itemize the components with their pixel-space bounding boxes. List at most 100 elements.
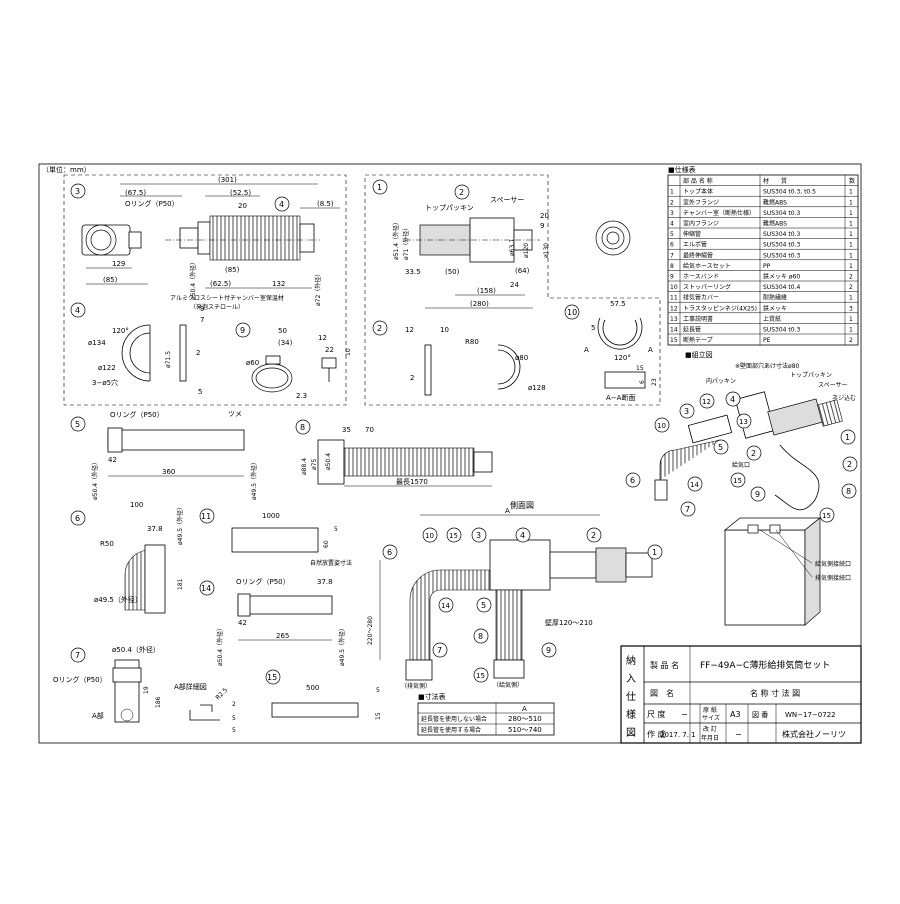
spec-cell: 2 [849, 337, 853, 344]
svg-text:(34): (34) [278, 339, 293, 347]
svg-text:132: 132 [272, 280, 285, 288]
spec-cell: 2 [849, 284, 853, 291]
part-14-extension: 14 Oリング（P50） 37.8 42 265 ø50.4（外径） ø49.5… [199, 577, 346, 666]
spec-cell: 伸縮管 [683, 230, 701, 238]
svg-text:ø71.5: ø71.5 [165, 351, 172, 368]
spec-cell: 排気管カバー [683, 294, 719, 302]
svg-text:9: 9 [240, 326, 245, 335]
svg-text:排気側接続口: 排気側接続口 [815, 574, 851, 582]
svg-text:R50: R50 [100, 540, 114, 548]
svg-text:14: 14 [690, 481, 699, 489]
svg-text:年月日: 年月日 [701, 734, 719, 742]
svg-text:(85): (85) [103, 276, 118, 284]
spec-cell: 1 [849, 199, 853, 206]
svg-text:製 品 名: 製 品 名 [650, 660, 679, 670]
svg-text:186: 186 [155, 696, 162, 708]
svg-text:120°: 120° [112, 327, 129, 335]
svg-text:※壁面部穴あけ寸法ø80: ※壁面部穴あけ寸法ø80 [735, 362, 800, 370]
svg-text:(67.5): (67.5) [125, 189, 146, 197]
svg-text:図: 図 [626, 727, 636, 739]
svg-text:(280): (280) [470, 300, 489, 308]
svg-text:株式会社ノーリツ: 株式会社ノーリツ [782, 729, 846, 739]
svg-text:(158): (158) [477, 287, 496, 295]
svg-text:12: 12 [405, 326, 414, 334]
svg-text:15: 15 [733, 477, 742, 485]
spec-cell: 工事説明書 [683, 315, 713, 323]
svg-text:給気側接続口: 給気側接続口 [815, 560, 851, 568]
svg-text:2: 2 [377, 324, 382, 333]
svg-text:■組立図: ■組立図 [685, 350, 713, 359]
svg-text:名 称 寸 法 図: 名 称 寸 法 図 [750, 688, 800, 698]
svg-text:最長1570: 最長1570 [396, 478, 428, 486]
spec-cell: 1 [849, 242, 853, 249]
svg-text:ø60: ø60 [246, 359, 259, 367]
spec-cell: SUS304 t0.3 [763, 210, 800, 217]
spec-cell: 1 [849, 295, 853, 302]
svg-text:ツメ: ツメ [228, 410, 242, 418]
region-parts-3-4-9 [63, 174, 347, 406]
svg-text:5: 5 [232, 727, 236, 734]
svg-text:510～740: 510～740 [508, 726, 542, 734]
part-11-exhaust-cover: 11 1000 60 5 自然放置姿寸法 [199, 508, 352, 567]
assembly-diagram: ■組立図 ※壁面部穴あけ寸法ø80 トップパッキン 内パッキン スペーサー ネジ… [625, 350, 858, 626]
svg-text:12: 12 [702, 398, 711, 406]
svg-text:給気口: 給気口 [732, 461, 750, 469]
svg-text:ø75: ø75 [311, 459, 318, 470]
svg-text:3−ø5穴: 3−ø5穴 [92, 378, 118, 387]
spec-cell: 最終伸縮管 [683, 251, 713, 259]
svg-text:120°: 120° [614, 354, 631, 362]
svg-text:12: 12 [318, 334, 327, 342]
svg-text:Oリング（P50）: Oリング（P50） [236, 577, 290, 586]
spec-cell: 7 [670, 252, 674, 259]
svg-text:(62.5): (62.5) [210, 280, 231, 288]
svg-text:4: 4 [75, 306, 80, 315]
svg-text:延長管を使用する場合: 延長管を使用する場合 [421, 726, 481, 734]
svg-text:265: 265 [276, 632, 289, 640]
svg-text:7: 7 [200, 316, 204, 324]
svg-text:■寸法表: ■寸法表 [418, 692, 446, 701]
svg-text:50: 50 [278, 327, 287, 335]
region-parts-1-2-10 [364, 174, 661, 406]
spec-cell: ストッパーリング [683, 283, 731, 291]
svg-text:(50): (50) [445, 268, 460, 276]
svg-text:図 名: 図 名 [650, 688, 674, 698]
part-10-stopper-ring: 10 57.5 5 A 120° A 15 6 23 A−A断面 [564, 300, 658, 402]
svg-text:5: 5 [718, 443, 723, 452]
svg-text:1: 1 [377, 183, 382, 192]
svg-text:スペーサー: スペーサー [490, 196, 524, 204]
svg-text:2017. 7. 1: 2017. 7. 1 [660, 731, 696, 739]
spec-cell: 1 [849, 263, 853, 270]
svg-text:33.5: 33.5 [405, 268, 421, 276]
title-block: 納 入 仕 様 図 製 品 名 FF−49A−C薄形給排気筒セット 図 名 名 … [620, 645, 862, 744]
spec-cell: トップ本体 [683, 188, 713, 196]
svg-text:ø128: ø128 [528, 384, 546, 392]
spec-cell: PP [763, 263, 771, 270]
svg-text:14: 14 [441, 602, 450, 610]
svg-text:129: 129 [112, 260, 125, 268]
svg-text:6: 6 [630, 476, 635, 485]
spec-cell: 1 [849, 221, 853, 228]
svg-text:7: 7 [75, 651, 80, 660]
svg-text:Oリング（P50）: Oリング（P50） [110, 410, 164, 419]
svg-text:100: 100 [130, 501, 143, 509]
svg-text:ø50.4（外径）: ø50.4（外径） [91, 459, 99, 500]
spec-cell: 15 [670, 337, 678, 344]
spec-cell: 2 [670, 199, 674, 206]
svg-text:A: A [522, 705, 527, 713]
spec-cell: 4 [670, 221, 674, 228]
spec-cell: SUS304 t0.4 [763, 284, 800, 291]
svg-text:5: 5 [376, 687, 380, 694]
svg-text:5: 5 [334, 526, 338, 533]
dimension-table: ■寸法表 A 延長管を使用しない場合 280～510 延長管を使用する場合 51… [417, 692, 555, 736]
svg-text:13: 13 [739, 418, 748, 426]
side-view: 側面図 A 220～280 壁厚120～210 （排気側） （給気側） 6 10… [367, 500, 663, 690]
spec-cell: 5 [670, 231, 674, 238]
svg-text:22: 22 [325, 346, 334, 354]
spec-cell: SUS304 t0.3 [763, 252, 800, 259]
spec-cell: 2 [849, 274, 853, 281]
svg-text:ø51.4（外径）: ø51.4（外径） [392, 219, 400, 260]
svg-text:ø49.5（外径）: ø49.5（外径） [94, 595, 142, 604]
svg-text:FF−49A−C薄形給排気筒セット: FF−49A−C薄形給排気筒セット [700, 659, 830, 671]
svg-text:(85): (85) [225, 266, 240, 274]
